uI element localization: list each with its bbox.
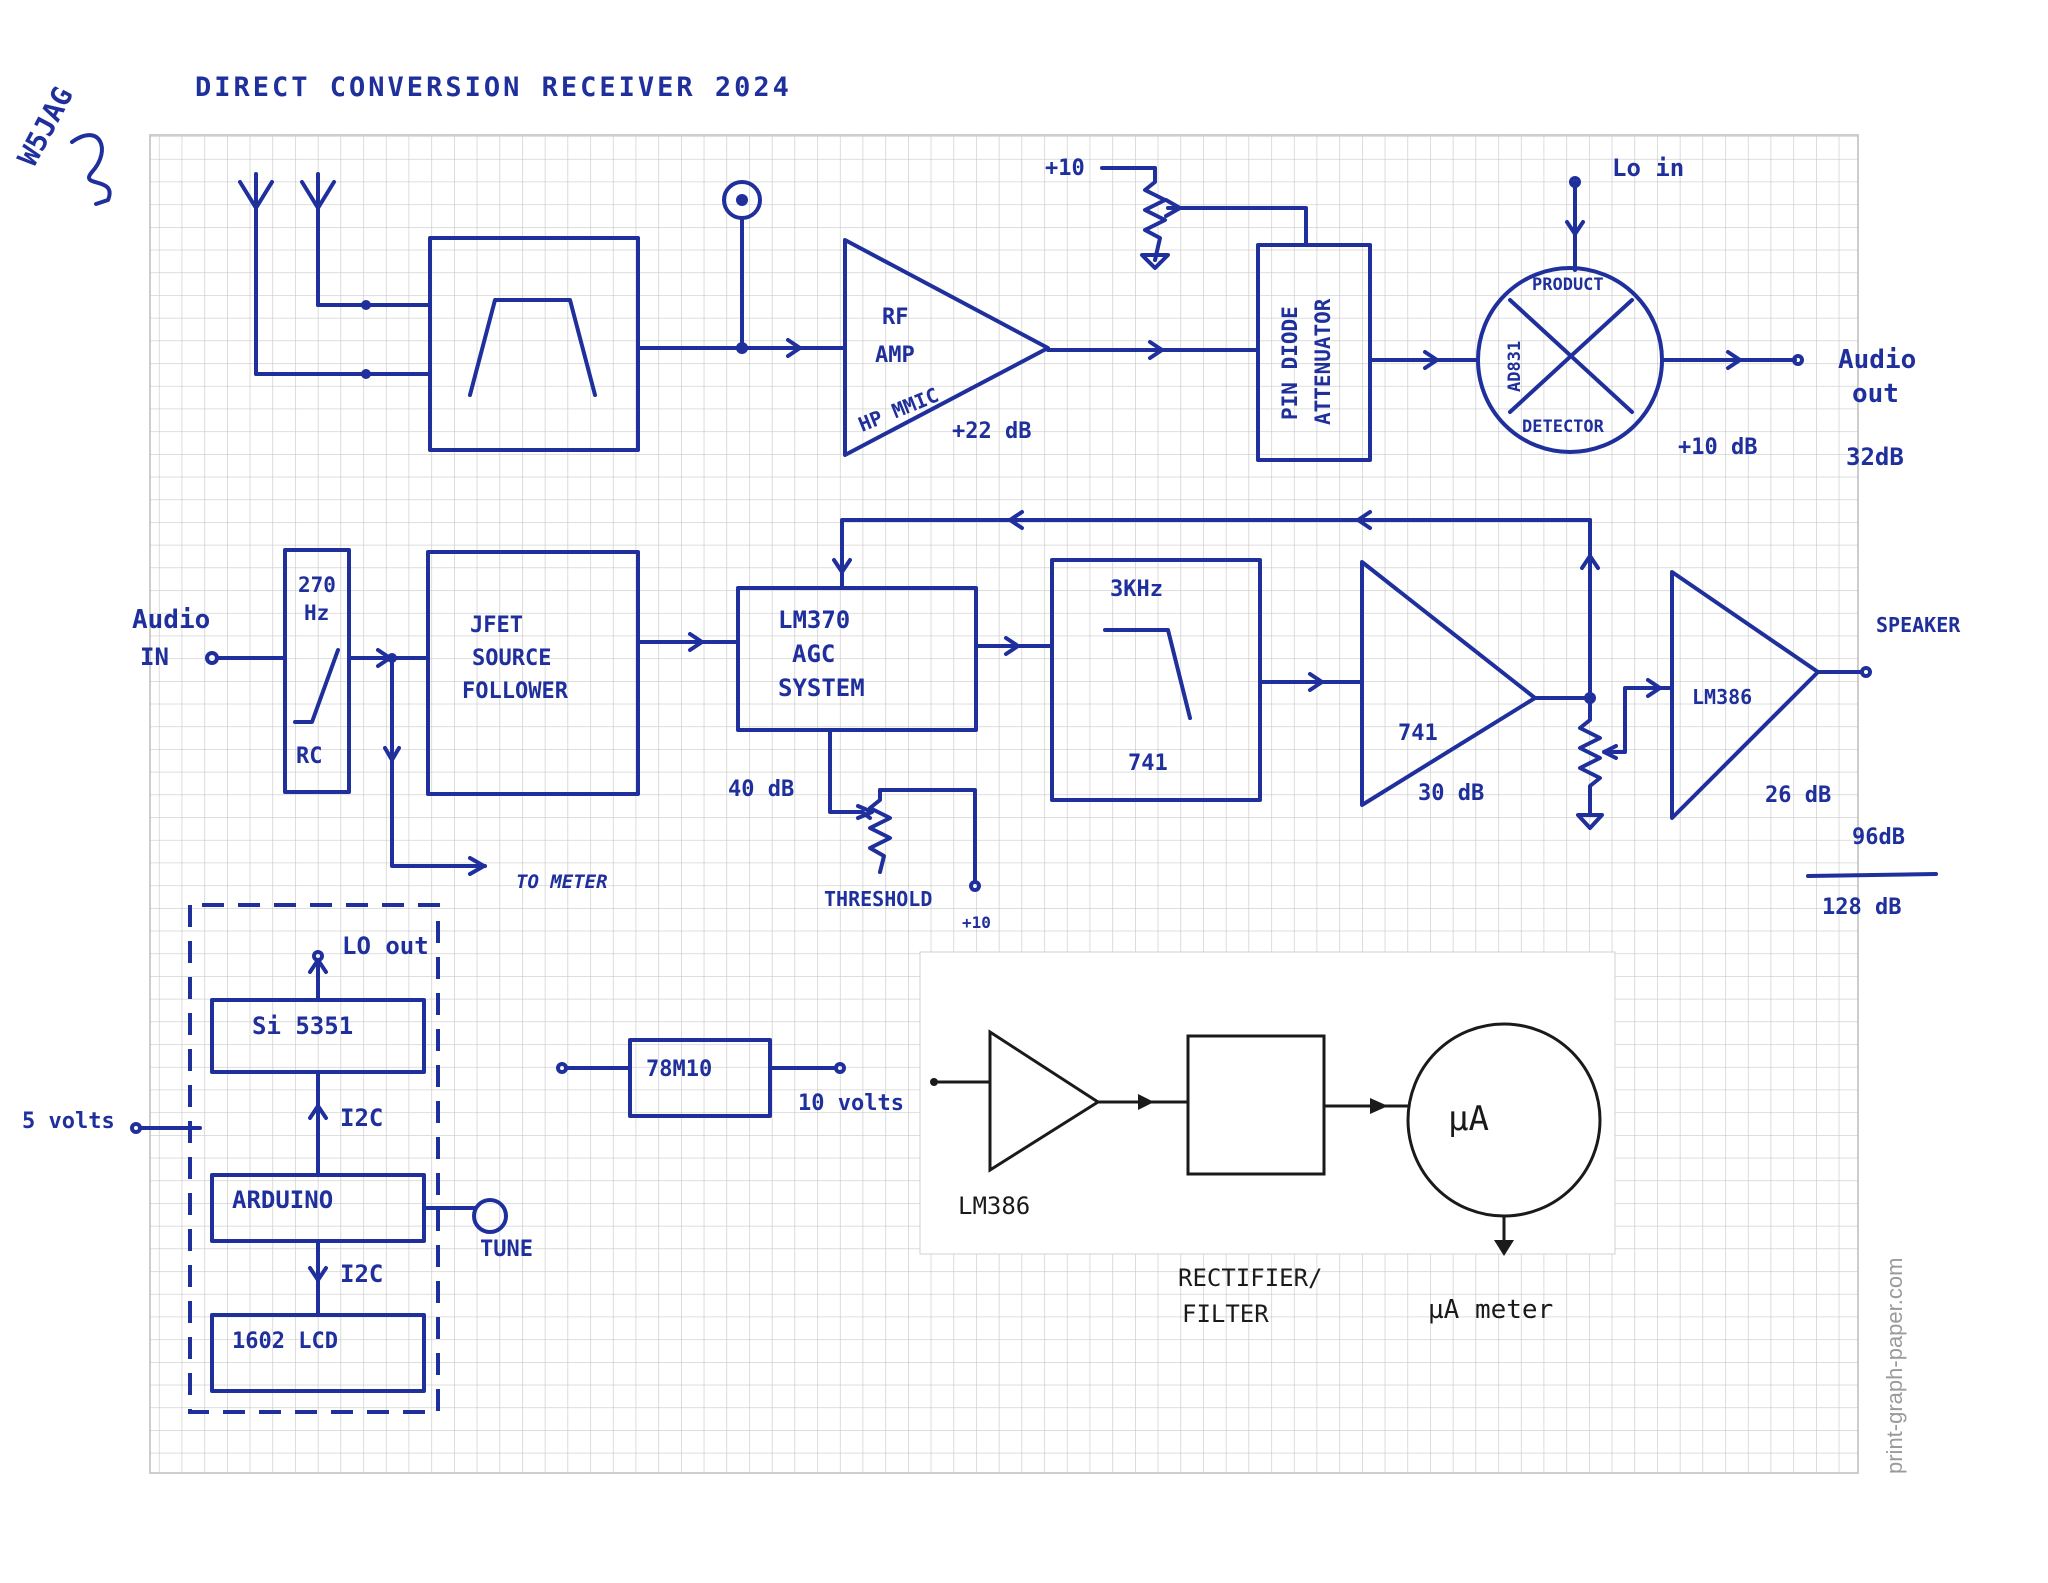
rc-filter-type: RC — [296, 744, 323, 769]
rc-filter-box — [283, 548, 351, 794]
signature-scribble — [70, 133, 112, 206]
mixer-top-label: PRODUCT — [1532, 275, 1604, 295]
wire-pot-to-attenuator — [1178, 206, 1308, 247]
lm386-label: LM386 — [1692, 685, 1752, 709]
bandpass-filter-box — [428, 236, 640, 452]
page-title: DIRECT CONVERSION RECEIVER 2024 — [195, 72, 792, 103]
five-volts-label: 5 volts — [22, 1109, 115, 1134]
threshold-pot-icon — [868, 788, 892, 874]
agc-system-box — [736, 586, 978, 732]
i2c-label-2: I2C — [340, 1260, 383, 1288]
agc-label-3: SYSTEM — [778, 674, 865, 702]
to-meter-label: TO METER — [516, 871, 608, 893]
callsign: W5JAG — [11, 81, 80, 171]
meter-paste-patch — [919, 951, 1616, 1255]
rectifier-label-2: FILTER — [1182, 1300, 1269, 1328]
threshold-label: THRESHOLD — [824, 887, 932, 911]
si5351-label: Si 5351 — [252, 1012, 353, 1040]
antenna-icon — [300, 172, 336, 307]
lm386-gain: 26 dB — [1765, 783, 1831, 808]
sum-128db: 128 dB — [1822, 895, 1901, 920]
amp-741-label: 741 — [1398, 721, 1438, 746]
audio-out-label-2: out — [1852, 379, 1899, 409]
lcd-box — [210, 1313, 426, 1393]
meter-symbol: µA — [1448, 1099, 1489, 1139]
rectifier-label-1: RECTIFIER/ — [1178, 1264, 1323, 1292]
rf-amp-label-2: AMP — [875, 343, 915, 368]
sum-line — [1806, 872, 1938, 878]
regulator-label: 78M10 — [646, 1057, 712, 1082]
lowpass-icon — [1103, 628, 1192, 720]
agc-gain: 40 dB — [728, 777, 794, 802]
tune-label: TUNE — [480, 1237, 533, 1262]
audio-in-label-1: Audio — [132, 605, 210, 635]
lo-out-label: LO out — [342, 932, 429, 960]
arduino-label: ARDUINO — [232, 1186, 333, 1214]
meter-lm386-triangle — [988, 1029, 1101, 1173]
pin-diode-attenuator-box — [1256, 243, 1372, 462]
jfet-follower-box — [426, 550, 640, 796]
graph-paper-watermark: print-graph-paper.com — [1882, 1258, 1907, 1474]
attenuator-pot-icon — [1100, 166, 1167, 262]
rf-amp-triangle — [843, 238, 1050, 457]
antenna-icon — [238, 172, 274, 376]
wire-pot-to-lm386 — [1616, 686, 1674, 754]
mixer-side-label: AD831 — [1505, 341, 1525, 392]
mixer-bottom-label: DETECTOR — [1522, 417, 1605, 437]
attenuator-label-1: PIN DIODE — [1278, 306, 1302, 420]
attenuator-label-2: ATTENUATOR — [1311, 298, 1335, 425]
rf-amp-label-1: RF — [882, 305, 909, 330]
graph-paper-grid — [149, 134, 1859, 1474]
wire-agc-threshold — [828, 728, 864, 814]
rc-filter-freq-2: Hz — [304, 601, 329, 625]
audio-out-label-1: Audio — [1838, 345, 1916, 375]
rf-total-gain: 32dB — [1846, 443, 1904, 471]
threshold-supply: +10 — [962, 913, 991, 932]
volume-pot-icon — [1578, 696, 1602, 817]
jfet-label-2: SOURCE — [472, 646, 551, 671]
meter-label: µA meter — [1428, 1295, 1553, 1325]
lo-in-label: Lo in — [1612, 154, 1684, 182]
regulator-box — [628, 1038, 772, 1118]
agc-label-1: LM370 — [778, 606, 850, 634]
control-enclosure-dashed — [188, 903, 440, 1414]
audio-in-label-2: IN — [140, 643, 169, 671]
agc-feedback-line — [840, 518, 1592, 590]
wire-to-meter — [390, 656, 487, 868]
rf-amp-gain: +22 dB — [952, 419, 1031, 444]
meter-amp-label: LM386 — [958, 1192, 1030, 1220]
mixer-x-icon — [1508, 298, 1634, 414]
jfet-label-1: JFET — [470, 613, 523, 638]
amp-741-gain: 30 dB — [1418, 781, 1484, 806]
mixer-gain: +10 dB — [1678, 435, 1757, 460]
jfet-label-3: FOLLOWER — [462, 679, 569, 704]
rc-filter-freq-1: 270 — [298, 573, 336, 597]
regulator-output: 10 volts — [798, 1091, 904, 1116]
amp-741-triangle — [1360, 560, 1537, 807]
agc-label-2: AGC — [792, 640, 835, 668]
bandpass-icon — [468, 298, 597, 397]
attenuator-supply: +10 — [1045, 156, 1085, 181]
lpf-freq: 3KHz — [1110, 577, 1163, 602]
tune-knob-icon — [472, 1198, 508, 1234]
sum-96db: 96dB — [1852, 825, 1905, 850]
highpass-icon — [293, 648, 340, 724]
i2c-label-1: I2C — [340, 1104, 383, 1132]
lcd-label: 1602 LCD — [232, 1329, 338, 1354]
speaker-label: SPEAKER — [1876, 613, 1961, 637]
lm386-triangle — [1670, 570, 1820, 820]
lpf-chip: 741 — [1128, 751, 1168, 776]
